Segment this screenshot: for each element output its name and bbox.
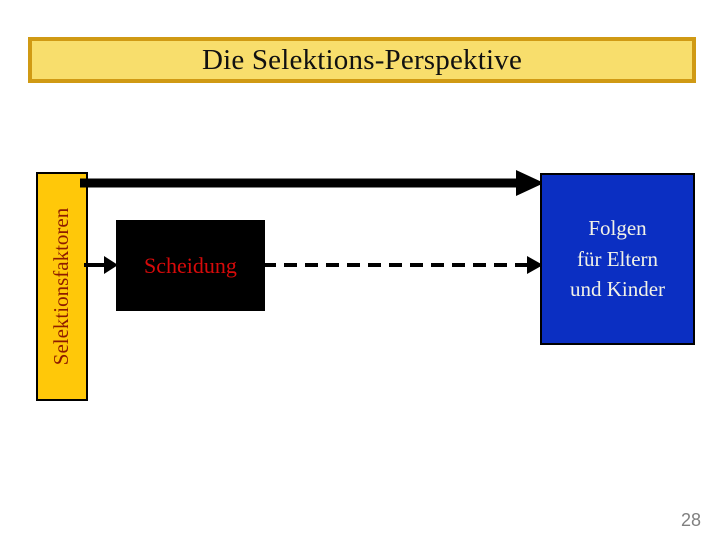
node-consequences-line-3: und Kinder — [569, 277, 666, 302]
slide-title-banner: Die Selektions-Perspektive — [28, 37, 696, 83]
arrow-head — [104, 256, 118, 274]
arrow-head — [527, 256, 543, 274]
arrow-divorce-to-consequences — [263, 256, 543, 274]
page-number: 28 — [680, 510, 701, 530]
arrow-factors-to-consequences — [80, 170, 544, 196]
arrow-head — [516, 170, 544, 196]
node-consequences: Folgen für Eltern und Kinder — [540, 173, 695, 345]
node-divorce: Scheidung — [116, 220, 265, 311]
node-divorce-label: Scheidung — [144, 252, 237, 278]
node-consequences-line-2: für Eltern — [576, 246, 659, 271]
arrow-factors-to-divorce — [84, 256, 118, 274]
node-selection-factors: Selektionsfaktoren — [36, 172, 88, 401]
node-selection-factors-label: Selektionsfaktoren — [49, 207, 74, 366]
page-title: Die Selektions-Perspektive — [201, 43, 523, 76]
node-consequences-line-1: Folgen — [588, 216, 647, 241]
